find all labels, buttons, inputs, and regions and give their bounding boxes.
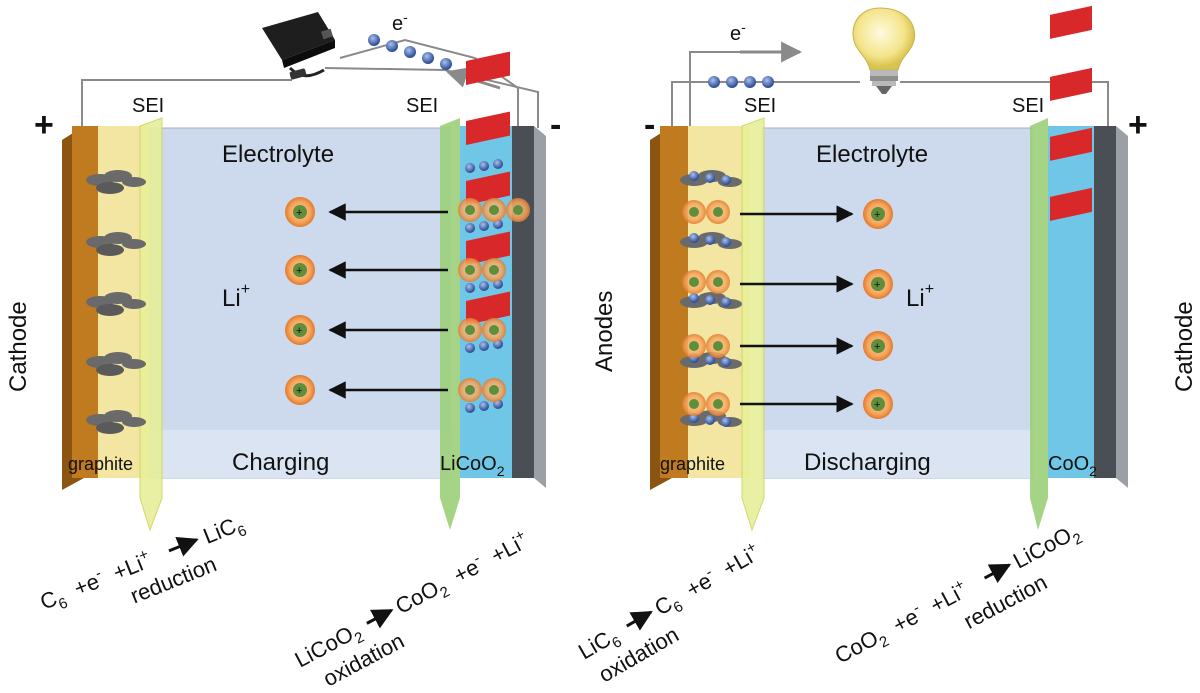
discharging-left-material: graphite <box>660 454 725 474</box>
charging-caption: Charging <box>232 449 329 476</box>
charging-electron-label: e- <box>392 9 408 35</box>
reaction-arrow-icon <box>366 608 394 629</box>
svg-text:C6 +e- +Li+: C6 +e- +Li+ <box>646 532 768 625</box>
charging-electrode-side-label: Cathode <box>5 301 32 392</box>
charger-icon <box>262 12 335 80</box>
electron <box>404 46 416 58</box>
charging-licoo2-blocks <box>466 51 510 325</box>
discharging-cathode-side-label: Cathode <box>1171 301 1198 392</box>
discharging-sei-left-label: SEI <box>744 95 776 117</box>
reaction-arrow-icon <box>168 536 199 557</box>
discharging-cathode-layer <box>1048 126 1094 478</box>
charging-wire-outer <box>81 79 292 128</box>
charging-electrode-ions <box>458 198 530 402</box>
discharging-electrode-electrons <box>689 171 731 427</box>
svg-text:+: + <box>874 399 880 411</box>
discharging-electrolyte <box>761 127 1033 479</box>
reaction-arrow-icon <box>626 610 653 631</box>
discharging-li-ions-migrating: + + + + <box>863 199 893 419</box>
discharging-anode-side-label: Anodes <box>591 291 618 372</box>
charging-sign-left: + <box>34 106 54 144</box>
charging-sei-right-label: SEI <box>406 95 438 117</box>
svg-text:oxidation: oxidation <box>594 622 683 688</box>
discharging-ion-arrows <box>740 205 854 413</box>
charging-sei-right <box>440 118 460 530</box>
li-ion: + <box>285 315 315 345</box>
charging-right-reaction: LiCoO2 CoO2 +e- +Li+ oxidation <box>291 520 536 691</box>
discharging-sei-right <box>1030 118 1048 530</box>
discharging-sign-left: - <box>644 106 655 144</box>
svg-text:+: + <box>874 341 880 353</box>
discharging-sei-right-label: SEI <box>1012 95 1044 117</box>
li-ion: + <box>285 255 315 285</box>
charging-ion-arrows <box>328 203 448 399</box>
discharging-cell: e- <box>574 5 1198 688</box>
svg-text:CoO2 +e- +Li+: CoO2 +e- +Li+ <box>826 569 975 673</box>
charging-wire-return <box>324 67 539 128</box>
svg-text:reduction: reduction <box>959 569 1051 634</box>
discharging-electrons <box>708 76 774 88</box>
svg-text:+: + <box>874 209 880 221</box>
charging-sei-left-label: SEI <box>132 95 164 117</box>
discharging-coo2-blocks <box>1050 5 1092 221</box>
charging-left-reaction: C6 +e- +Li+ LiC6 reduction <box>37 510 250 615</box>
li-ion: + <box>285 197 315 227</box>
li-ion: + <box>863 331 893 361</box>
electron <box>386 40 398 52</box>
svg-text:LiC6: LiC6 <box>200 510 250 553</box>
charging-right-collector <box>512 126 534 478</box>
electron <box>440 58 452 70</box>
charging-cell: e- <box>5 9 561 691</box>
svg-text:+: + <box>296 385 302 397</box>
discharging-ion-label: Li+ <box>906 281 934 312</box>
discharging-wire-left <box>671 81 860 128</box>
discharging-right-reaction: CoO2 +e- +Li+ LiCoO2 reduction <box>826 518 1086 673</box>
discharging-wire-right <box>900 81 1109 128</box>
electron <box>368 34 380 46</box>
discharging-sign-right: + <box>1128 106 1148 144</box>
svg-text:+: + <box>874 279 880 291</box>
light-bulb-icon <box>852 7 916 94</box>
charging-li-ions-migrating: + + + + <box>285 197 315 405</box>
charging-sei-left <box>139 117 163 532</box>
charging-graphite-platelets <box>86 170 146 434</box>
discharging-left-reaction: LiC6 C6 +e- +Li+ oxidation <box>574 532 768 688</box>
svg-text:+: + <box>296 325 302 337</box>
charging-wire-charger <box>339 38 519 128</box>
svg-text:CoO2 +e- +Li+: CoO2 +e- +Li+ <box>387 520 536 624</box>
discharging-electrode-ions <box>682 200 730 416</box>
charging-electrolyte-label: Electrolyte <box>222 141 334 168</box>
reaction-arrow-icon <box>983 563 1012 584</box>
charging-right-material: LiCoO2 <box>440 453 505 479</box>
discharging-sei-left <box>741 117 765 532</box>
discharging-right-collector <box>1094 126 1116 478</box>
discharging-caption: Discharging <box>804 449 931 476</box>
charging-electrons <box>368 34 452 70</box>
discharging-electron-label: e- <box>730 19 746 45</box>
li-ion: + <box>863 389 893 419</box>
discharging-electrolyte-label: Electrolyte <box>816 141 928 168</box>
charging-sign-right: - <box>550 106 561 144</box>
electron <box>422 52 434 64</box>
li-ion: + <box>863 269 893 299</box>
svg-text:LiCoO2: LiCoO2 <box>1009 518 1086 578</box>
charging-electrolyte <box>149 127 451 479</box>
li-ion: + <box>285 375 315 405</box>
charging-ion-label: Li+ <box>222 281 250 312</box>
li-ion: + <box>863 199 893 229</box>
svg-text:+: + <box>296 265 302 277</box>
svg-text:+: + <box>296 207 302 219</box>
charging-left-material: graphite <box>68 454 133 474</box>
charging-electrode-electrons <box>465 159 503 413</box>
discharging-right-material: CoO2 <box>1048 453 1097 479</box>
